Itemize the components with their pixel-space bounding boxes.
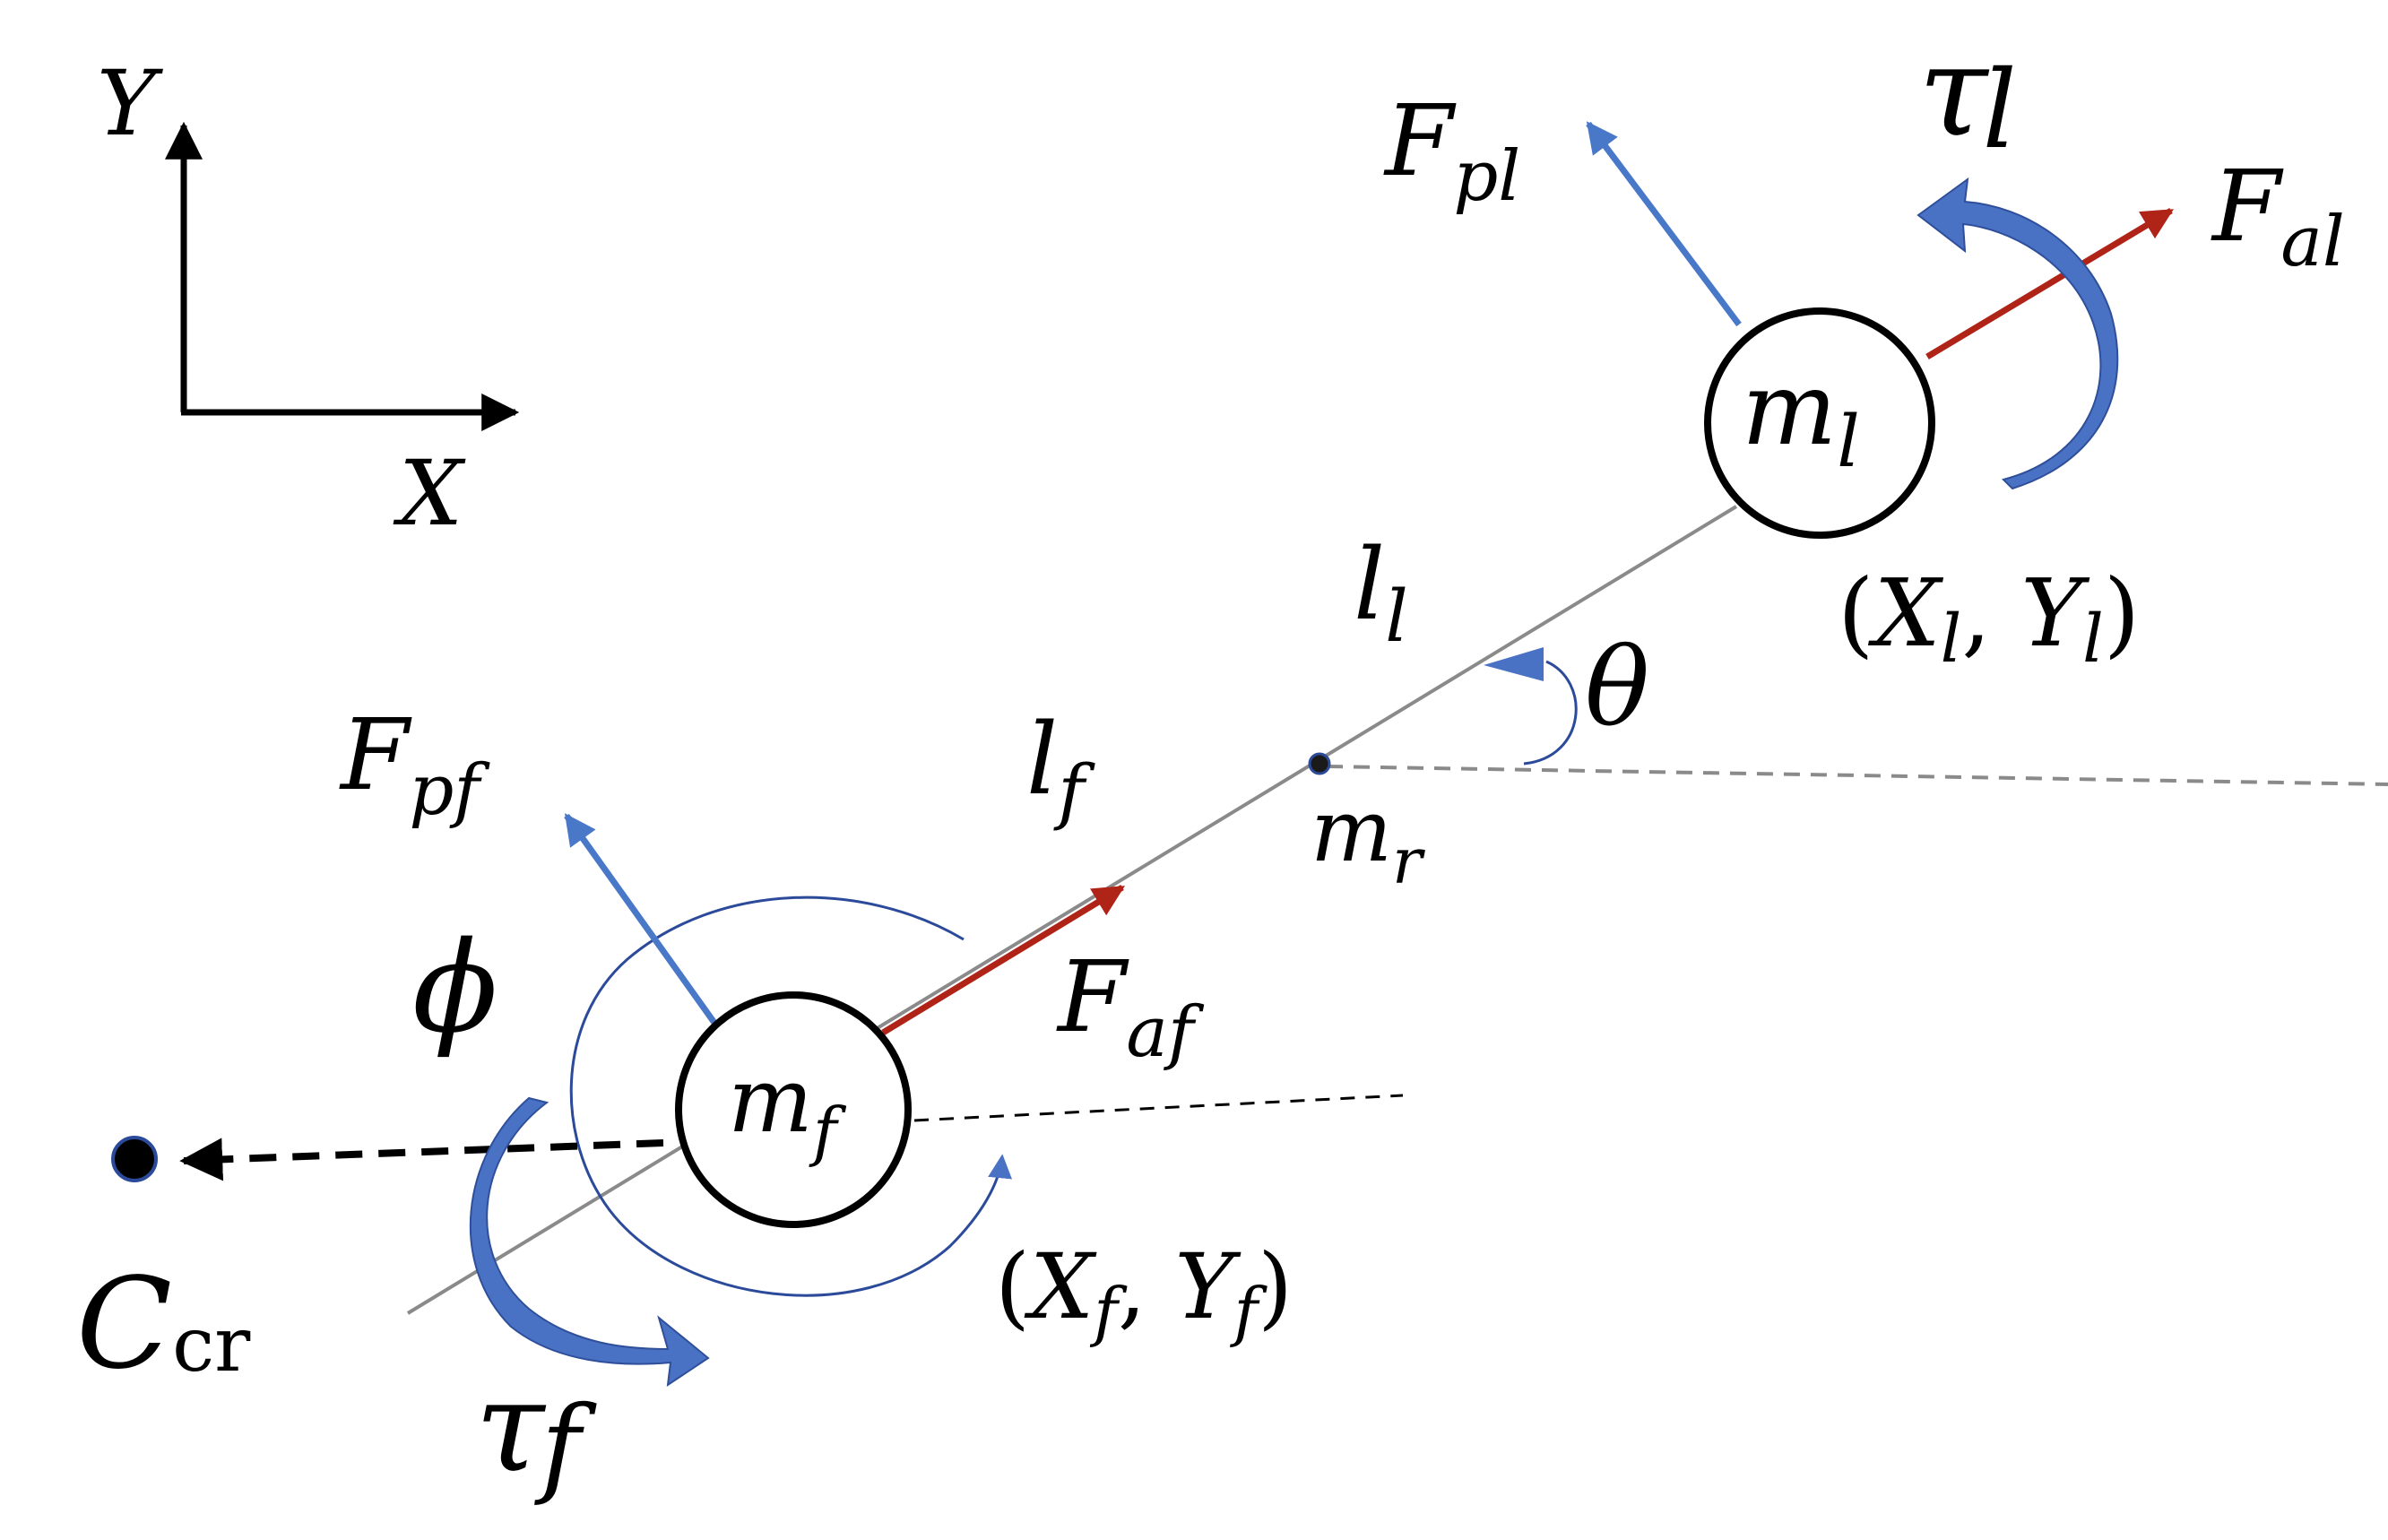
leader-length-label: ll	[1354, 527, 1408, 658]
x-axis-label: X	[393, 441, 466, 546]
theta-label: θ	[1585, 626, 1649, 750]
coordinate-axes	[165, 121, 520, 431]
follower-position-label: (Xf, Yf)	[995, 1234, 1293, 1349]
leader-mass-label: ml	[1742, 351, 1860, 483]
leader-mass-circle	[1704, 307, 1935, 539]
center-of-rotation-dot	[111, 1136, 158, 1182]
phi-arc	[569, 895, 1013, 1297]
follower-mass-circle	[675, 991, 912, 1228]
follower-perp-force-arrow	[564, 813, 722, 1032]
follower-torque-arrow	[469, 1096, 710, 1388]
phi-label: ϕ	[412, 915, 497, 1061]
leader-torque-label: τl	[1918, 19, 2017, 173]
leader-axial-force-label: Fal	[2211, 149, 2345, 282]
leader-perp-force-arrow	[1586, 121, 1742, 327]
leader-perp-force-label: Fpl	[1383, 83, 1520, 217]
theta-arc-arrowhead	[1484, 647, 1544, 681]
follower-length-label: lf	[1026, 702, 1095, 833]
leader-axial-force-arrow	[1925, 207, 2175, 360]
leader-torque-arrow	[1916, 177, 2119, 490]
y-axis-label: Y	[97, 51, 163, 156]
follower-perp-force-label: Fpf	[339, 697, 490, 831]
follower-reference-line	[913, 1094, 1404, 1122]
follower-torque-label: τf	[475, 1354, 597, 1509]
leader-position-label: (Xl, Yl)	[1838, 558, 2140, 678]
follower-axial-force-arrow	[881, 885, 1125, 1035]
rod-mass-label: mr	[1311, 781, 1425, 898]
center-of-rotation-label: Ccr	[76, 1251, 251, 1397]
theta-arc	[1523, 660, 1578, 766]
center-arrow	[179, 1138, 664, 1181]
leader-reference-line	[1326, 765, 2388, 786]
rod-line	[406, 505, 1738, 1315]
follower-axial-force-label: Faf	[1056, 939, 1205, 1073]
rod-center-dot	[1308, 752, 1331, 775]
